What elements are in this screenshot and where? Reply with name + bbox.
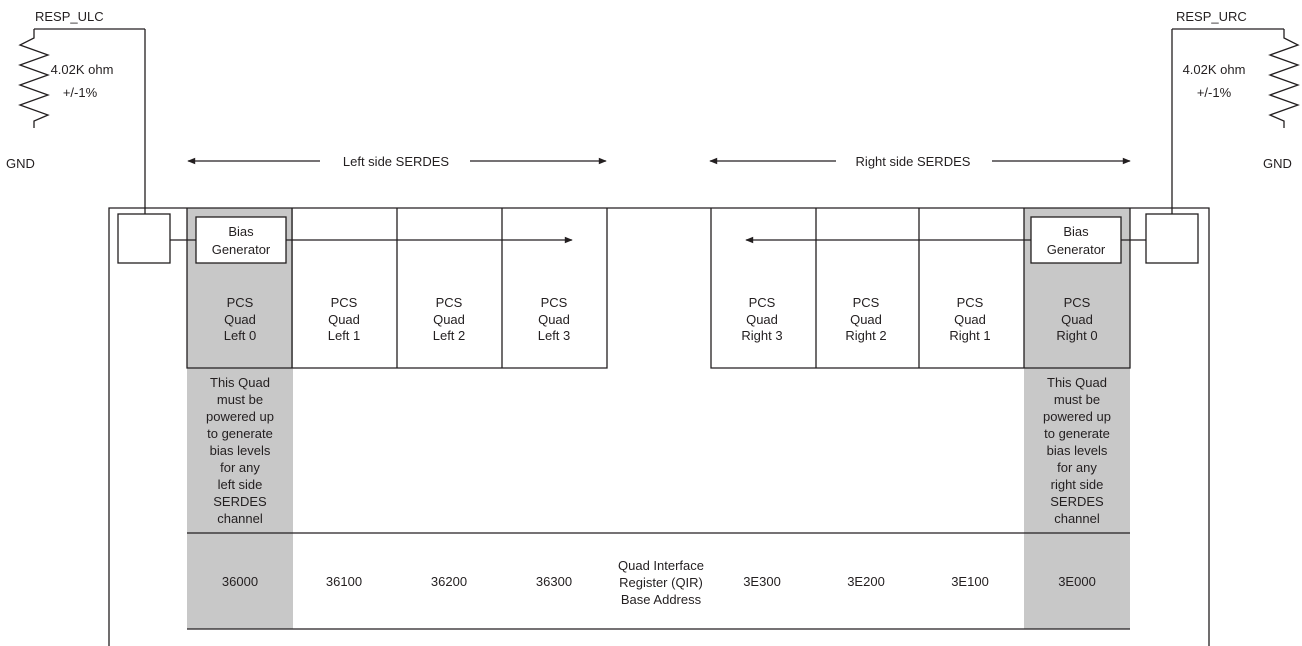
left-pad <box>117 213 171 264</box>
address-right2: 3E200 <box>847 574 885 589</box>
left-note-line: channel <box>217 511 263 526</box>
right-note-line: powered up <box>1043 409 1111 424</box>
quad-left3-l1: PCS <box>541 295 568 310</box>
right-note-line: right side <box>1051 477 1104 492</box>
quad-right3-l3: Right 3 <box>741 328 782 343</box>
right-note-line: SERDES <box>1050 494 1104 509</box>
right-gnd-label: GND <box>1263 156 1292 171</box>
left-bias-label-2: Generator <box>212 242 271 257</box>
right-resp-label: RESP_URC <box>1176 9 1247 24</box>
right-bias-label-1: Bias <box>1063 224 1089 239</box>
qir-label-line-3: Base Address <box>621 592 702 607</box>
left-note-line: for any <box>220 460 260 475</box>
right-resistor-value: 4.02K ohm <box>1183 62 1246 77</box>
address-left3: 36300 <box>536 574 572 589</box>
left-gnd-label: GND <box>6 156 35 171</box>
qir-label-line-2: Register (QIR) <box>619 575 703 590</box>
quad-right2-l3: Right 2 <box>845 328 886 343</box>
left-resistor-value: 4.02K ohm <box>51 62 114 77</box>
chip-outline <box>108 207 1210 646</box>
left-note-line: bias levels <box>210 443 271 458</box>
right-note-line: channel <box>1054 511 1100 526</box>
right-note-line: must be <box>1054 392 1100 407</box>
qir-label-line-1: Quad Interface <box>618 558 704 573</box>
quad-left0-l1: PCS <box>227 295 254 310</box>
quad-left2-l2: Quad <box>433 312 465 327</box>
quad-right0-l3: Right 0 <box>1056 328 1097 343</box>
quad-left3-l3: Left 3 <box>538 328 571 343</box>
left-power-note: This Quad must be powered up to generate… <box>206 375 274 526</box>
right-quad-row <box>710 208 1131 369</box>
right-pad <box>1145 213 1199 264</box>
right-power-note: This Quad must be powered up to generate… <box>1043 375 1111 526</box>
quad-right1-l2: Quad <box>954 312 986 327</box>
left-note-line: powered up <box>206 409 274 424</box>
quad-left0-l3: Left 0 <box>224 328 257 343</box>
quad-left3-l2: Quad <box>538 312 570 327</box>
left-resistor-tolerance: +/-1% <box>63 85 98 100</box>
left-note-line: must be <box>217 392 263 407</box>
quad-right3-l1: PCS <box>749 295 776 310</box>
quad-left1-l1: PCS <box>331 295 358 310</box>
quad-right1-l3: Right 1 <box>949 328 990 343</box>
quad-right2-l2: Quad <box>850 312 882 327</box>
right-resistor <box>1171 28 1300 214</box>
left-resp-label: RESP_ULC <box>35 9 104 24</box>
quad-left2-l3: Left 2 <box>433 328 466 343</box>
address-left0: 36000 <box>222 574 258 589</box>
quad-left2-l1: PCS <box>436 295 463 310</box>
address-right1: 3E100 <box>951 574 989 589</box>
right-resistor-tolerance: +/-1% <box>1197 85 1232 100</box>
right-note-line: for any <box>1057 460 1097 475</box>
quad-left1-l3: Left 1 <box>328 328 361 343</box>
right-note-line: This Quad <box>1047 375 1107 390</box>
quad-left0-l2: Quad <box>224 312 256 327</box>
right-serdes-label: Right side SERDES <box>856 154 971 169</box>
address-left2: 36200 <box>431 574 467 589</box>
quad-right0-l2: Quad <box>1061 312 1093 327</box>
left-note-line: This Quad <box>210 375 270 390</box>
left-quad-row <box>186 208 608 369</box>
left-note-line: to generate <box>207 426 273 441</box>
quad-right1-l1: PCS <box>957 295 984 310</box>
left-serdes-label: Left side SERDES <box>343 154 450 169</box>
quad-left1-l2: Quad <box>328 312 360 327</box>
address-right0: 3E000 <box>1058 574 1096 589</box>
left-resistor <box>18 28 146 214</box>
address-right3: 3E300 <box>743 574 781 589</box>
quad-right0-l1: PCS <box>1064 295 1091 310</box>
right-note-line: to generate <box>1044 426 1110 441</box>
right-bias-label-2: Generator <box>1047 242 1106 257</box>
quad-right2-l1: PCS <box>853 295 880 310</box>
right0-shade <box>1024 208 1130 629</box>
quad-right3-l2: Quad <box>746 312 778 327</box>
left-note-line: left side <box>218 477 263 492</box>
left0-shade <box>187 208 293 629</box>
left-bias-label-1: Bias <box>228 224 254 239</box>
address-left1: 36100 <box>326 574 362 589</box>
right-note-line: bias levels <box>1047 443 1108 458</box>
left-note-line: SERDES <box>213 494 267 509</box>
